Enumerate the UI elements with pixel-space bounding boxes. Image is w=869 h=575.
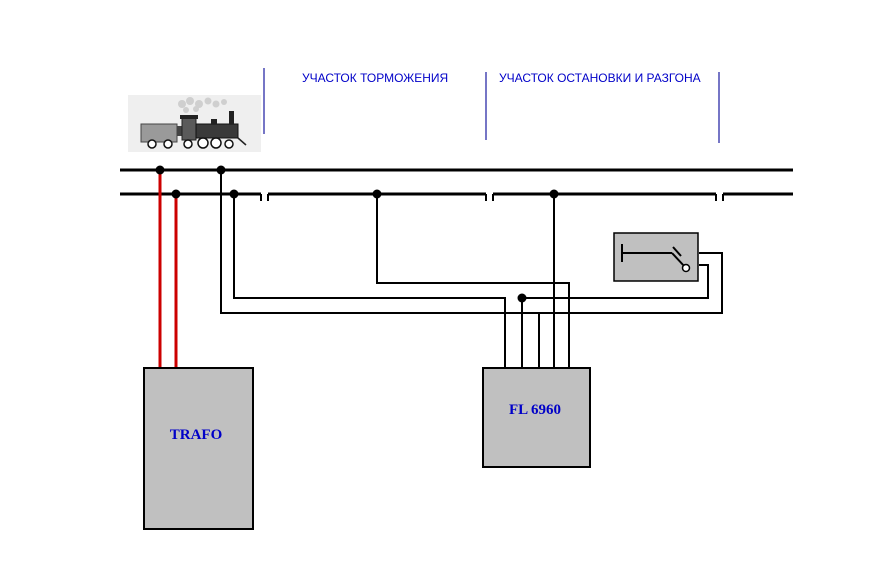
braking-section-label: УЧАСТОК ТОРМОЖЕНИЯ (302, 71, 448, 85)
rail-insulator-3 (715, 194, 724, 201)
rail-insulator-2 (485, 194, 494, 201)
transformer-label: TRAFO (170, 427, 223, 443)
toggle-switch-icon (613, 232, 699, 282)
transformer-box: TRAFO (143, 367, 254, 530)
junction-dots (155, 165, 559, 303)
module-label: FL 6960 (509, 402, 561, 418)
steam-locomotive-icon (128, 95, 261, 152)
module-box: FL 6960 (482, 367, 591, 468)
control-wiring (220, 170, 723, 368)
rail-insulator-1 (260, 194, 269, 201)
stop-start-section-label: УЧАСТОК ОСТАНОВКИ И РАЗГОНА (499, 71, 701, 85)
